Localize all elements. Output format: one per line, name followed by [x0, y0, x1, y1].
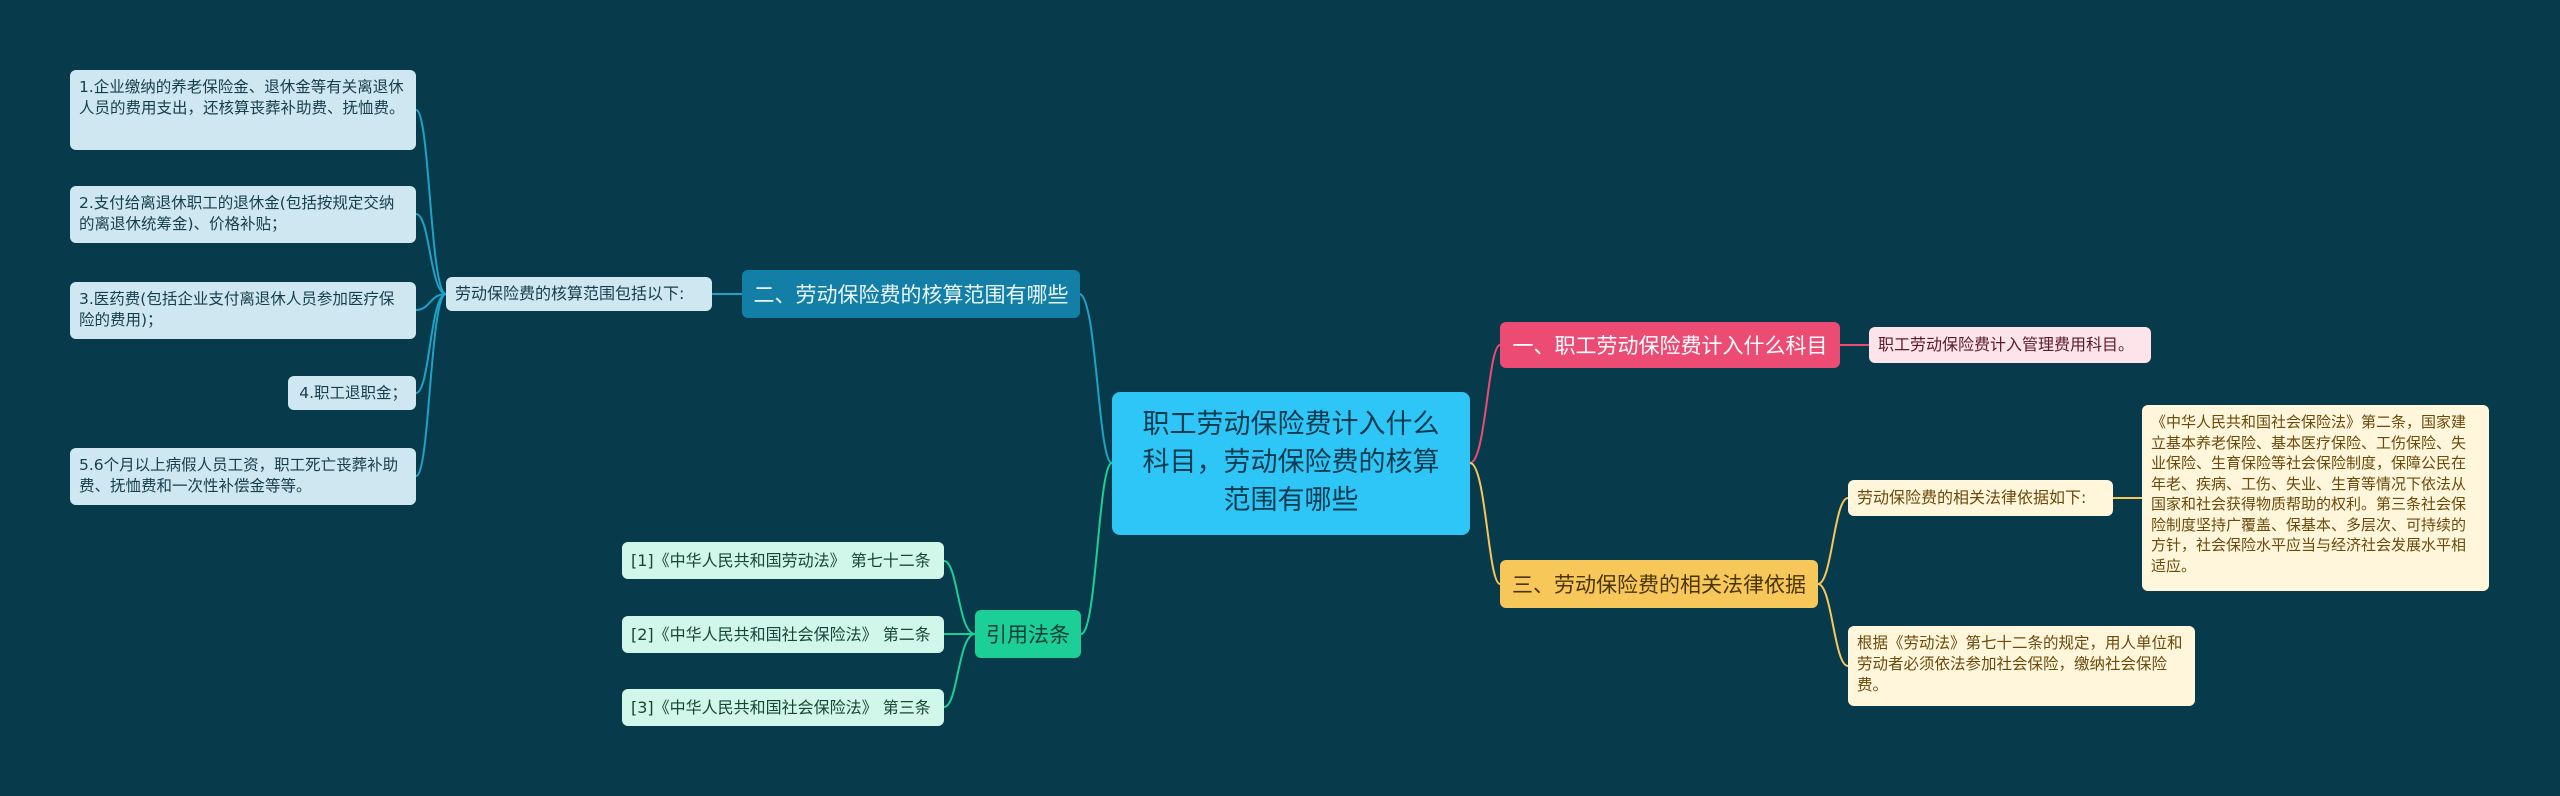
account-answer-node[interactable]: 职工劳动保险费计入管理费用科目。: [1869, 327, 2151, 363]
citation-1[interactable]: [1]《中华人民共和国劳动法》 第七十二条: [622, 542, 944, 579]
root-topic-text: 职工劳动保险费计入什么科目，劳动保险费的核算范围有哪些: [1142, 409, 1440, 516]
scope-item-4[interactable]: 4.职工退职金；: [288, 376, 416, 410]
branch-citations-label: 引用法条: [986, 623, 1070, 647]
account-answer-text: 职工劳动保险费计入管理费用科目。: [1878, 335, 2135, 354]
citation-1-text: [1]《中华人民共和国劳动法》 第七十二条: [631, 550, 931, 570]
scope-item-3[interactable]: 3.医药费(包括企业支付离退休人员参加医疗保险的费用)；: [70, 282, 416, 339]
citation-3-text: [3]《中华人民共和国社会保险法》 第三条: [631, 697, 931, 717]
branch-scope-label: 二、劳动保险费的核算范围有哪些: [753, 283, 1069, 307]
citation-3[interactable]: [3]《中华人民共和国社会保险法》 第三条: [622, 689, 944, 726]
scope-item-2[interactable]: 2.支付给离退休职工的退休金(包括按规定交纳的离退休统筹金)、价格补贴；: [70, 186, 416, 243]
scope-item-5-text: 5.6个月以上病假人员工资，职工死亡丧葬补助费、抚恤费和一次性补偿金等等。: [79, 456, 399, 495]
root-topic[interactable]: 职工劳动保险费计入什么科目，劳动保险费的核算范围有哪些: [1112, 392, 1470, 535]
branch-scope[interactable]: 二、劳动保险费的核算范围有哪些: [742, 270, 1080, 318]
legal-intro-node[interactable]: 劳动保险费的相关法律依据如下:: [1848, 480, 2113, 516]
labor-law-text: 根据《劳动法》第七十二条的规定，用人单位和劳动者必须依法参加社会保险，缴纳社会保…: [1857, 634, 2183, 694]
legal-intro-text: 劳动保险费的相关法律依据如下:: [1857, 488, 2087, 507]
scope-item-4-text: 4.职工退职金；: [299, 383, 407, 402]
scope-item-1[interactable]: 1.企业缴纳的养老保险金、退休金等有关离退休人员的费用支出，还核算丧葬补助费、抚…: [70, 70, 416, 150]
citation-2-text: [2]《中华人民共和国社会保险法》 第二条: [631, 624, 931, 644]
scope-item-5[interactable]: 5.6个月以上病假人员工资，职工死亡丧葬补助费、抚恤费和一次性补偿金等等。: [70, 448, 416, 505]
legal-detail-node[interactable]: 《中华人民共和国社会保险法》第二条，国家建立基本养老保险、基本医疗保险、工伤保险…: [2142, 405, 2489, 591]
scope-intro-text: 劳动保险费的核算范围包括以下:: [455, 284, 685, 303]
branch-legal-label: 三、劳动保险费的相关法律依据: [1512, 573, 1806, 597]
legal-detail-text: 《中华人民共和国社会保险法》第二条，国家建立基本养老保险、基本医疗保险、工伤保险…: [2151, 413, 2467, 575]
citation-2[interactable]: [2]《中华人民共和国社会保险法》 第二条: [622, 616, 944, 653]
scope-item-3-text: 3.医药费(包括企业支付离退休人员参加医疗保险的费用)；: [79, 290, 395, 329]
branch-account[interactable]: 一、职工劳动保险费计入什么科目: [1500, 322, 1840, 368]
branch-account-label: 一、职工劳动保险费计入什么科目: [1512, 334, 1828, 358]
branch-citations[interactable]: 引用法条: [975, 610, 1081, 658]
scope-item-1-text: 1.企业缴纳的养老保险金、退休金等有关离退休人员的费用支出，还核算丧葬补助费、抚…: [79, 78, 405, 117]
scope-item-2-text: 2.支付给离退休职工的退休金(包括按规定交纳的离退休统筹金)、价格补贴；: [79, 194, 395, 233]
branch-legal[interactable]: 三、劳动保险费的相关法律依据: [1500, 560, 1818, 608]
scope-intro-node[interactable]: 劳动保险费的核算范围包括以下:: [446, 277, 712, 311]
labor-law-node[interactable]: 根据《劳动法》第七十二条的规定，用人单位和劳动者必须依法参加社会保险，缴纳社会保…: [1848, 626, 2195, 706]
